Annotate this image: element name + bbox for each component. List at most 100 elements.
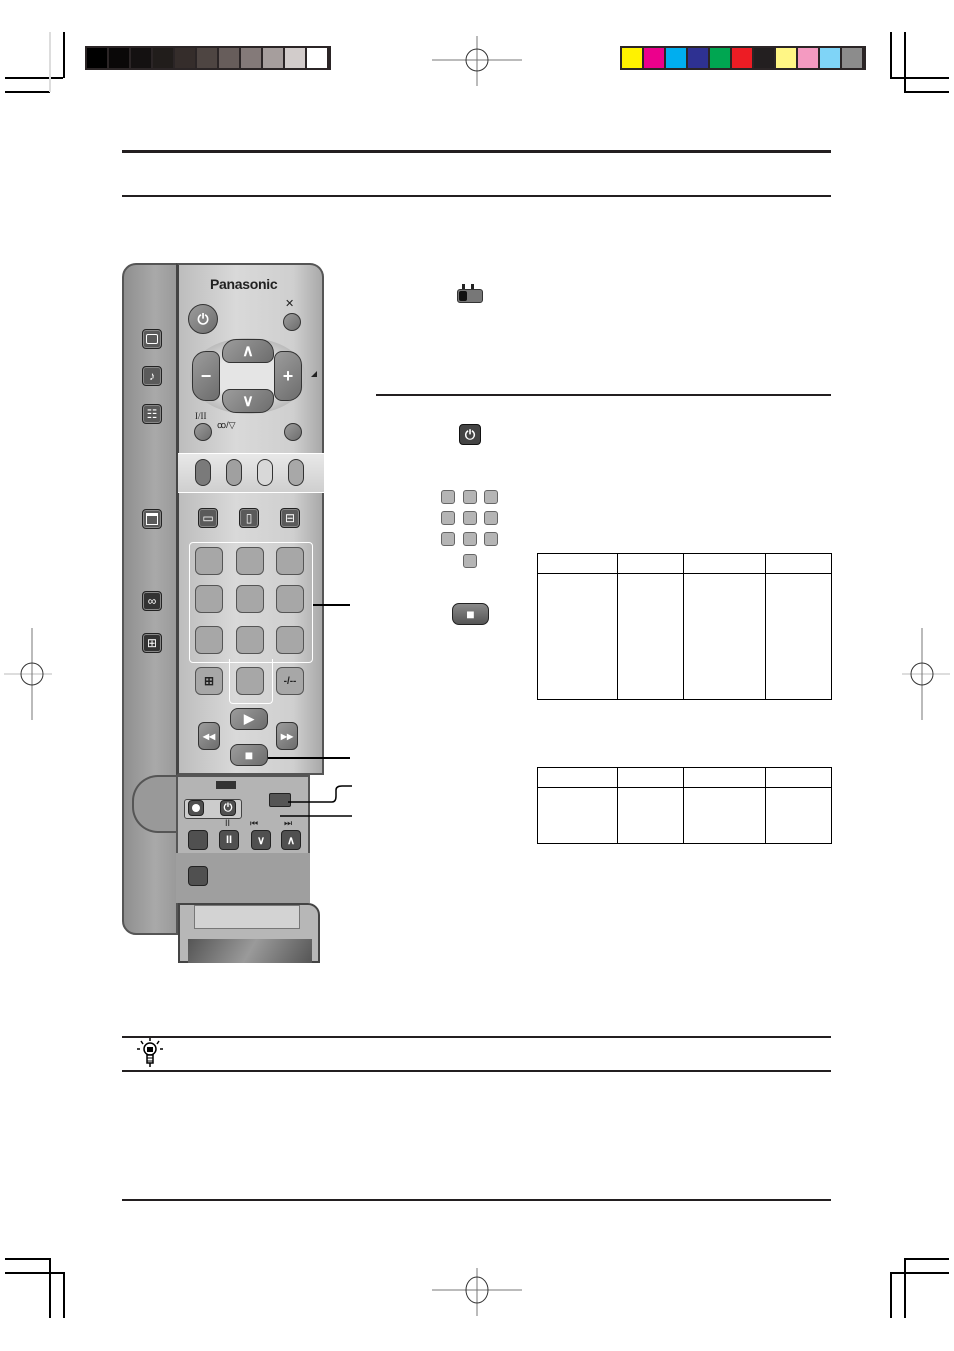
volume-up-button[interactable]: +: [274, 351, 302, 401]
aspect-icon[interactable]: ⊟: [280, 508, 300, 528]
color-swatch: [666, 48, 686, 68]
volume-down-button[interactable]: −: [192, 351, 220, 401]
color-swatch: [754, 48, 774, 68]
grayscale-swatch: [241, 48, 261, 68]
mute-button[interactable]: [283, 313, 301, 331]
key-1[interactable]: [195, 547, 223, 575]
key-5[interactable]: [236, 585, 264, 613]
footer-rule: [122, 1199, 831, 1201]
grayscale-swatch: [87, 48, 107, 68]
tv-icon[interactable]: [142, 329, 162, 349]
aux-button[interactable]: [284, 423, 302, 441]
key-6[interactable]: [276, 585, 304, 613]
stereo-button[interactable]: [194, 423, 212, 441]
menu-list-icon[interactable]: ☷: [142, 404, 162, 424]
color-swatch: [842, 48, 862, 68]
slot: [216, 781, 236, 789]
grayscale-swatch: [175, 48, 195, 68]
link-icon[interactable]: ∞: [142, 591, 162, 611]
screen-icon[interactable]: [142, 509, 162, 529]
slide-switch[interactable]: [269, 793, 291, 807]
vcr-aux-button[interactable]: [188, 830, 208, 850]
grayscale-swatch: [153, 48, 173, 68]
vcr-channel-up-button[interactable]: ∧: [281, 830, 301, 850]
grayscale-color-bar: [85, 46, 331, 70]
stereo-label: I/II: [195, 411, 207, 421]
callout-switch: [280, 785, 352, 817]
lightbulb-icon: [137, 1038, 163, 1067]
color-swatch: [688, 48, 708, 68]
callout-stop: [268, 757, 350, 759]
key-2[interactable]: [236, 547, 264, 575]
input-icon[interactable]: ▭: [198, 508, 218, 528]
color-swatch: [710, 48, 730, 68]
recall-button[interactable]: ⊞: [195, 667, 223, 695]
table-header-row: [536, 767, 832, 788]
section-divider: [376, 394, 831, 396]
power-button[interactable]: ⏻: [188, 304, 218, 334]
registration-mark-right: [902, 628, 950, 720]
split-screen-icon[interactable]: ▯: [239, 508, 259, 528]
next-label: ⏭: [284, 818, 293, 828]
registration-mark-left: [4, 628, 52, 720]
color-swatch: [644, 48, 664, 68]
green-button[interactable]: [226, 459, 242, 486]
grid-icon[interactable]: ⊞: [142, 633, 162, 653]
grayscale-swatch: [131, 48, 151, 68]
key-4[interactable]: [195, 585, 223, 613]
tip-rule-bottom: [122, 1070, 831, 1072]
rewind-button[interactable]: ◀◀: [198, 722, 220, 750]
tip-rule-top: [122, 1036, 831, 1038]
fast-forward-button[interactable]: ▶▶: [276, 722, 298, 750]
flap-hinge: [194, 905, 300, 929]
key-3[interactable]: [276, 547, 304, 575]
key-7[interactable]: [195, 626, 223, 654]
grayscale-swatch: [197, 48, 217, 68]
vcr-function-button[interactable]: [188, 866, 208, 886]
key-0[interactable]: [236, 667, 264, 695]
grayscale-swatch: [219, 48, 239, 68]
grip-bulge: [132, 775, 180, 833]
grayscale-swatch: [285, 48, 305, 68]
pause-button[interactable]: II: [219, 830, 239, 850]
switch-icon: [457, 284, 484, 304]
registration-mark-bottom: [432, 1268, 522, 1316]
mute-icon: ✕: [285, 298, 295, 310]
stop-button[interactable]: ■: [230, 744, 268, 766]
grayscale-swatch: [109, 48, 129, 68]
prev-label: ⏮: [250, 818, 259, 828]
header-rule-top: [122, 150, 831, 153]
registration-mark-top: [432, 36, 522, 86]
keypad-frame: [189, 542, 313, 663]
table-2: [536, 767, 832, 844]
pointer-marker: [311, 371, 317, 377]
color-swatch: [798, 48, 818, 68]
pause-label: II: [225, 818, 231, 828]
grayscale-swatch: [263, 48, 283, 68]
surround-label: ꝏ/▽: [217, 420, 236, 430]
digit-entry-button[interactable]: -/--: [276, 667, 304, 695]
vcr-channel-down-button[interactable]: ∨: [251, 830, 271, 850]
vcr-power-button[interactable]: ⏻: [220, 800, 236, 816]
flap-window: [188, 939, 312, 963]
brand-logo: Panasonic: [210, 276, 278, 292]
grayscale-swatch: [307, 48, 327, 68]
color-swatch: [776, 48, 796, 68]
power-icon: ⏻: [459, 424, 481, 445]
yellow-button[interactable]: [257, 459, 273, 486]
color-swatch: [622, 48, 642, 68]
record-button[interactable]: [188, 800, 204, 816]
table-1: [536, 553, 832, 700]
blue-button[interactable]: [288, 459, 304, 486]
channel-up-button[interactable]: ∧: [222, 339, 274, 363]
channel-down-button[interactable]: ∨: [222, 389, 274, 413]
color-swatch: [732, 48, 752, 68]
play-button[interactable]: ▶: [230, 708, 268, 730]
music-note-icon[interactable]: ♪: [142, 366, 162, 386]
key-8[interactable]: [236, 626, 264, 654]
callout-keypad: [313, 604, 350, 606]
stop-icon: ■: [452, 603, 489, 625]
key-9[interactable]: [276, 626, 304, 654]
header-rule-bottom: [122, 195, 831, 197]
red-button[interactable]: [195, 459, 211, 486]
